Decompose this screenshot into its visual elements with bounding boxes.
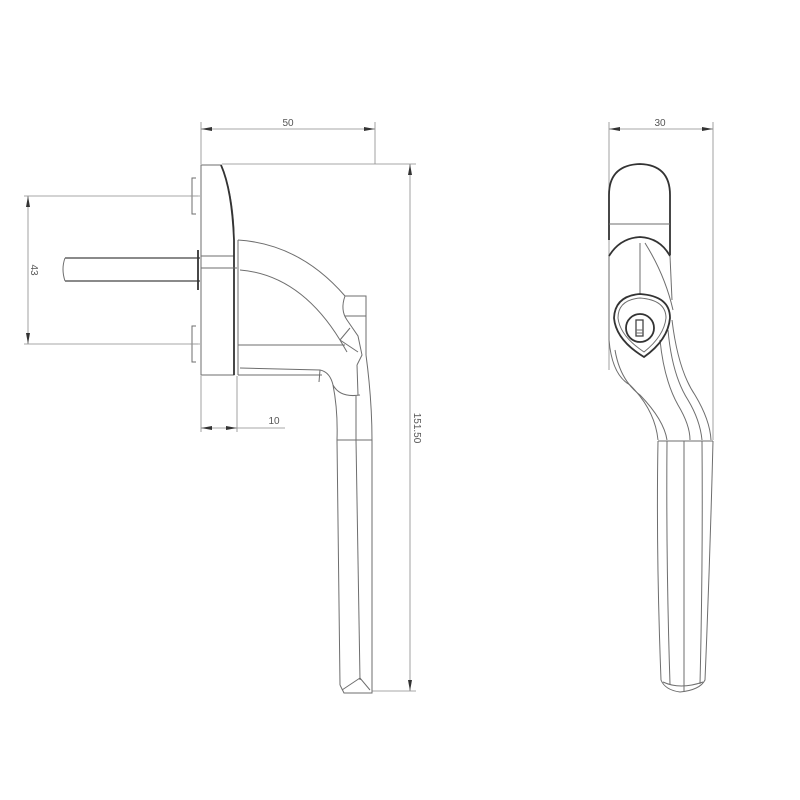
front-view: 30	[608, 118, 714, 693]
dimension-43: 43	[24, 195, 198, 345]
dimension-label-width: 50	[282, 118, 294, 129]
screw-bosses	[190, 177, 200, 363]
dimension-label-spacing: 43	[28, 264, 39, 276]
front-lever	[656, 440, 714, 693]
key-lock	[613, 293, 671, 359]
dimension-label-front-width: 30	[654, 118, 666, 129]
dimension-50: 50	[200, 118, 376, 164]
dimension-151-50: 151.50	[222, 163, 422, 692]
dimension-10: 10	[200, 376, 285, 432]
handle-lever	[332, 384, 373, 694]
handle-neck	[237, 239, 373, 441]
dimension-label-offset: 10	[268, 416, 280, 427]
dimension-label-height: 151.50	[411, 413, 422, 444]
handle-cap	[608, 163, 671, 257]
side-view: 50 151.50 43	[24, 118, 422, 694]
handle-body	[608, 242, 713, 442]
spindle	[62, 250, 200, 290]
base-plate	[200, 164, 237, 376]
